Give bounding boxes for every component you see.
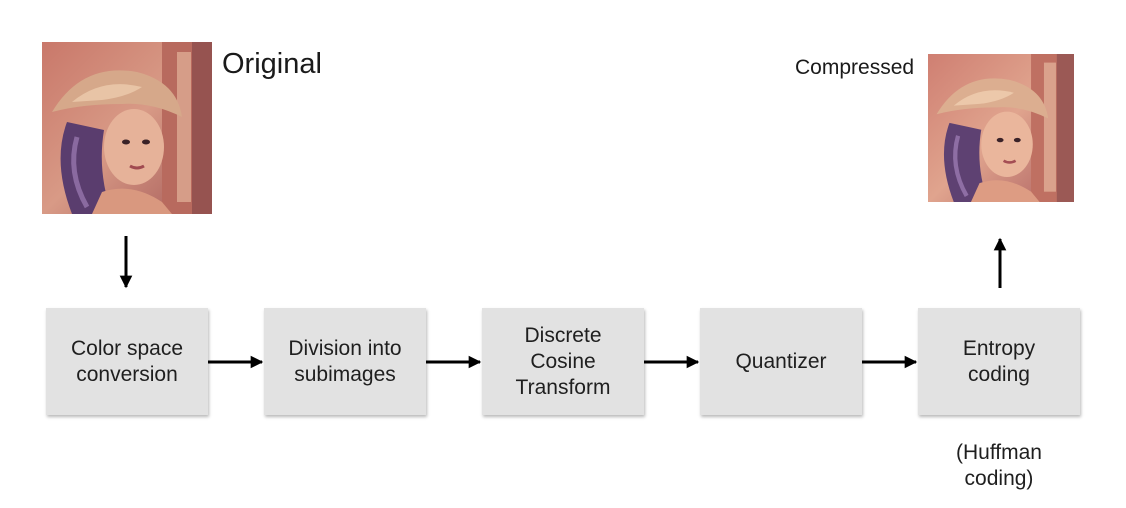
original-label: Original [222, 48, 322, 80]
discrete-cosine-transform-box: Discrete Cosine Transform [482, 308, 644, 415]
entropy-coding-label: Entropy coding [962, 336, 1036, 386]
original-image [42, 42, 212, 214]
quantizer-box: Quantizer [700, 308, 862, 415]
quantizer-label: Quantizer [735, 349, 827, 373]
division-into-subimages-box: Division into subimages [264, 308, 426, 415]
division-into-subimages-label: Division into subimages [288, 336, 402, 386]
color-space-conversion-label: Color space conversion [70, 336, 184, 386]
compressed-image [928, 54, 1074, 202]
huffman-coding-note: (Huffman coding) [956, 441, 1042, 490]
color-space-conversion-box: Color space conversion [46, 308, 208, 415]
entropy-coding-box: Entropy coding [918, 308, 1080, 415]
compressed-label: Compressed [795, 56, 915, 79]
discrete-cosine-transform-label: Discrete Cosine Transform [515, 323, 611, 399]
